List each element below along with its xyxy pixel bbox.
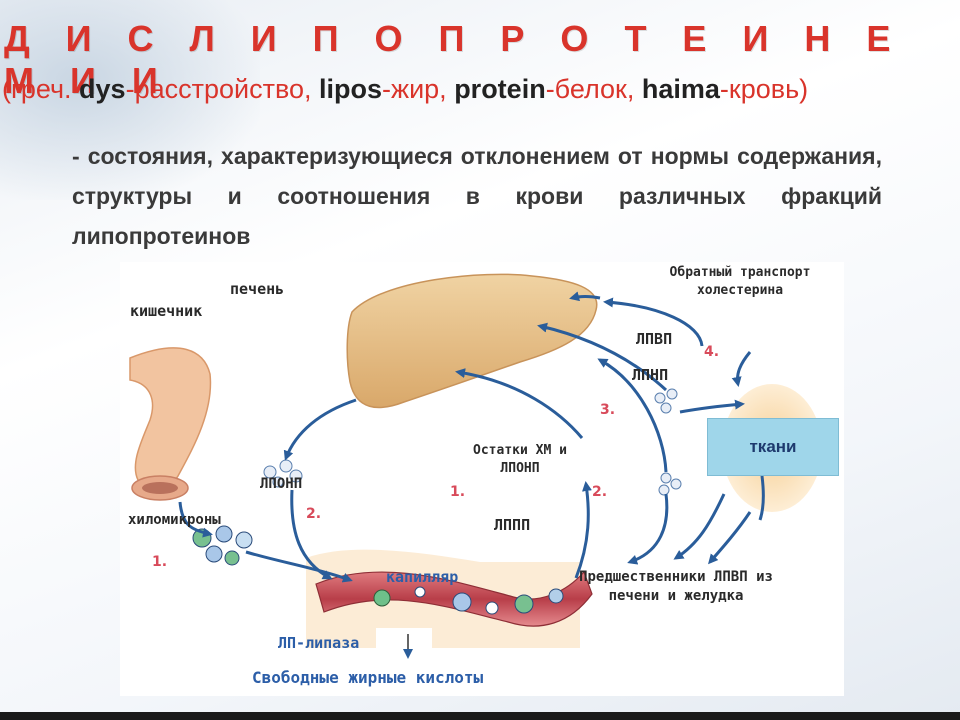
step-3: 3.: [600, 402, 616, 418]
etymology: (греч. dys-расстройство, lipos-жир, prot…: [2, 72, 902, 106]
tissues-label: ткани: [707, 418, 839, 476]
etym-dys-meaning: -расстройство,: [125, 74, 320, 104]
etym-haima: haima: [641, 74, 720, 104]
hdl-label: ЛПВП: [636, 330, 673, 348]
remnants-label: Остатки ХМ и ЛПОНП: [473, 443, 567, 476]
background-photo: [0, 0, 260, 200]
step-2b: 2.: [592, 484, 608, 500]
diagram-drawing: [129, 273, 822, 659]
step-1b: 1.: [450, 484, 466, 500]
etym-dys: dys: [79, 74, 126, 104]
intestine-label: кишечник: [130, 302, 203, 320]
ffa-label: Свободные жирные кислоты: [252, 668, 484, 687]
etym-open: (греч.: [2, 74, 80, 104]
liver-label: печень: [230, 280, 285, 298]
step-4: 4.: [704, 344, 720, 360]
flow-arrows: [178, 291, 765, 583]
idl-label: ЛППП: [494, 516, 531, 534]
slide-title: Д И С Л И П О П Р О Т Е И Н Е М И И: [4, 18, 904, 101]
vldl-label: ЛПОНП: [260, 476, 303, 492]
ldl-label: ЛПНП: [632, 366, 669, 384]
definition-text: - состояния, характеризующиеся отклонени…: [72, 143, 882, 249]
lipoprotein-diagram: печень кишечник Обратный транспорт холес…: [120, 262, 844, 696]
step-1a: 1.: [152, 554, 168, 570]
bottom-bar: [0, 712, 960, 720]
etym-lipos: lipos: [319, 74, 383, 104]
intestine-shape: [129, 347, 212, 495]
reverse-transport-label: Обратный транспорт холестерина: [669, 265, 811, 298]
etym-protein-meaning: -белок,: [545, 74, 642, 104]
lipase-label: ЛП-липаза: [278, 634, 360, 652]
liver-shape: [346, 273, 598, 409]
etym-protein: protein: [454, 74, 546, 104]
etym-lipos-meaning: -жир,: [382, 74, 455, 104]
chylomicrons-label: хиломикроны: [128, 512, 221, 528]
step-2a: 2.: [306, 506, 322, 522]
capillary-label: капилляр: [386, 568, 459, 586]
etym-haima-meaning: -кровь): [719, 74, 809, 104]
precursors-label: Предшественники ЛПВП из печени и желудка: [579, 569, 773, 604]
